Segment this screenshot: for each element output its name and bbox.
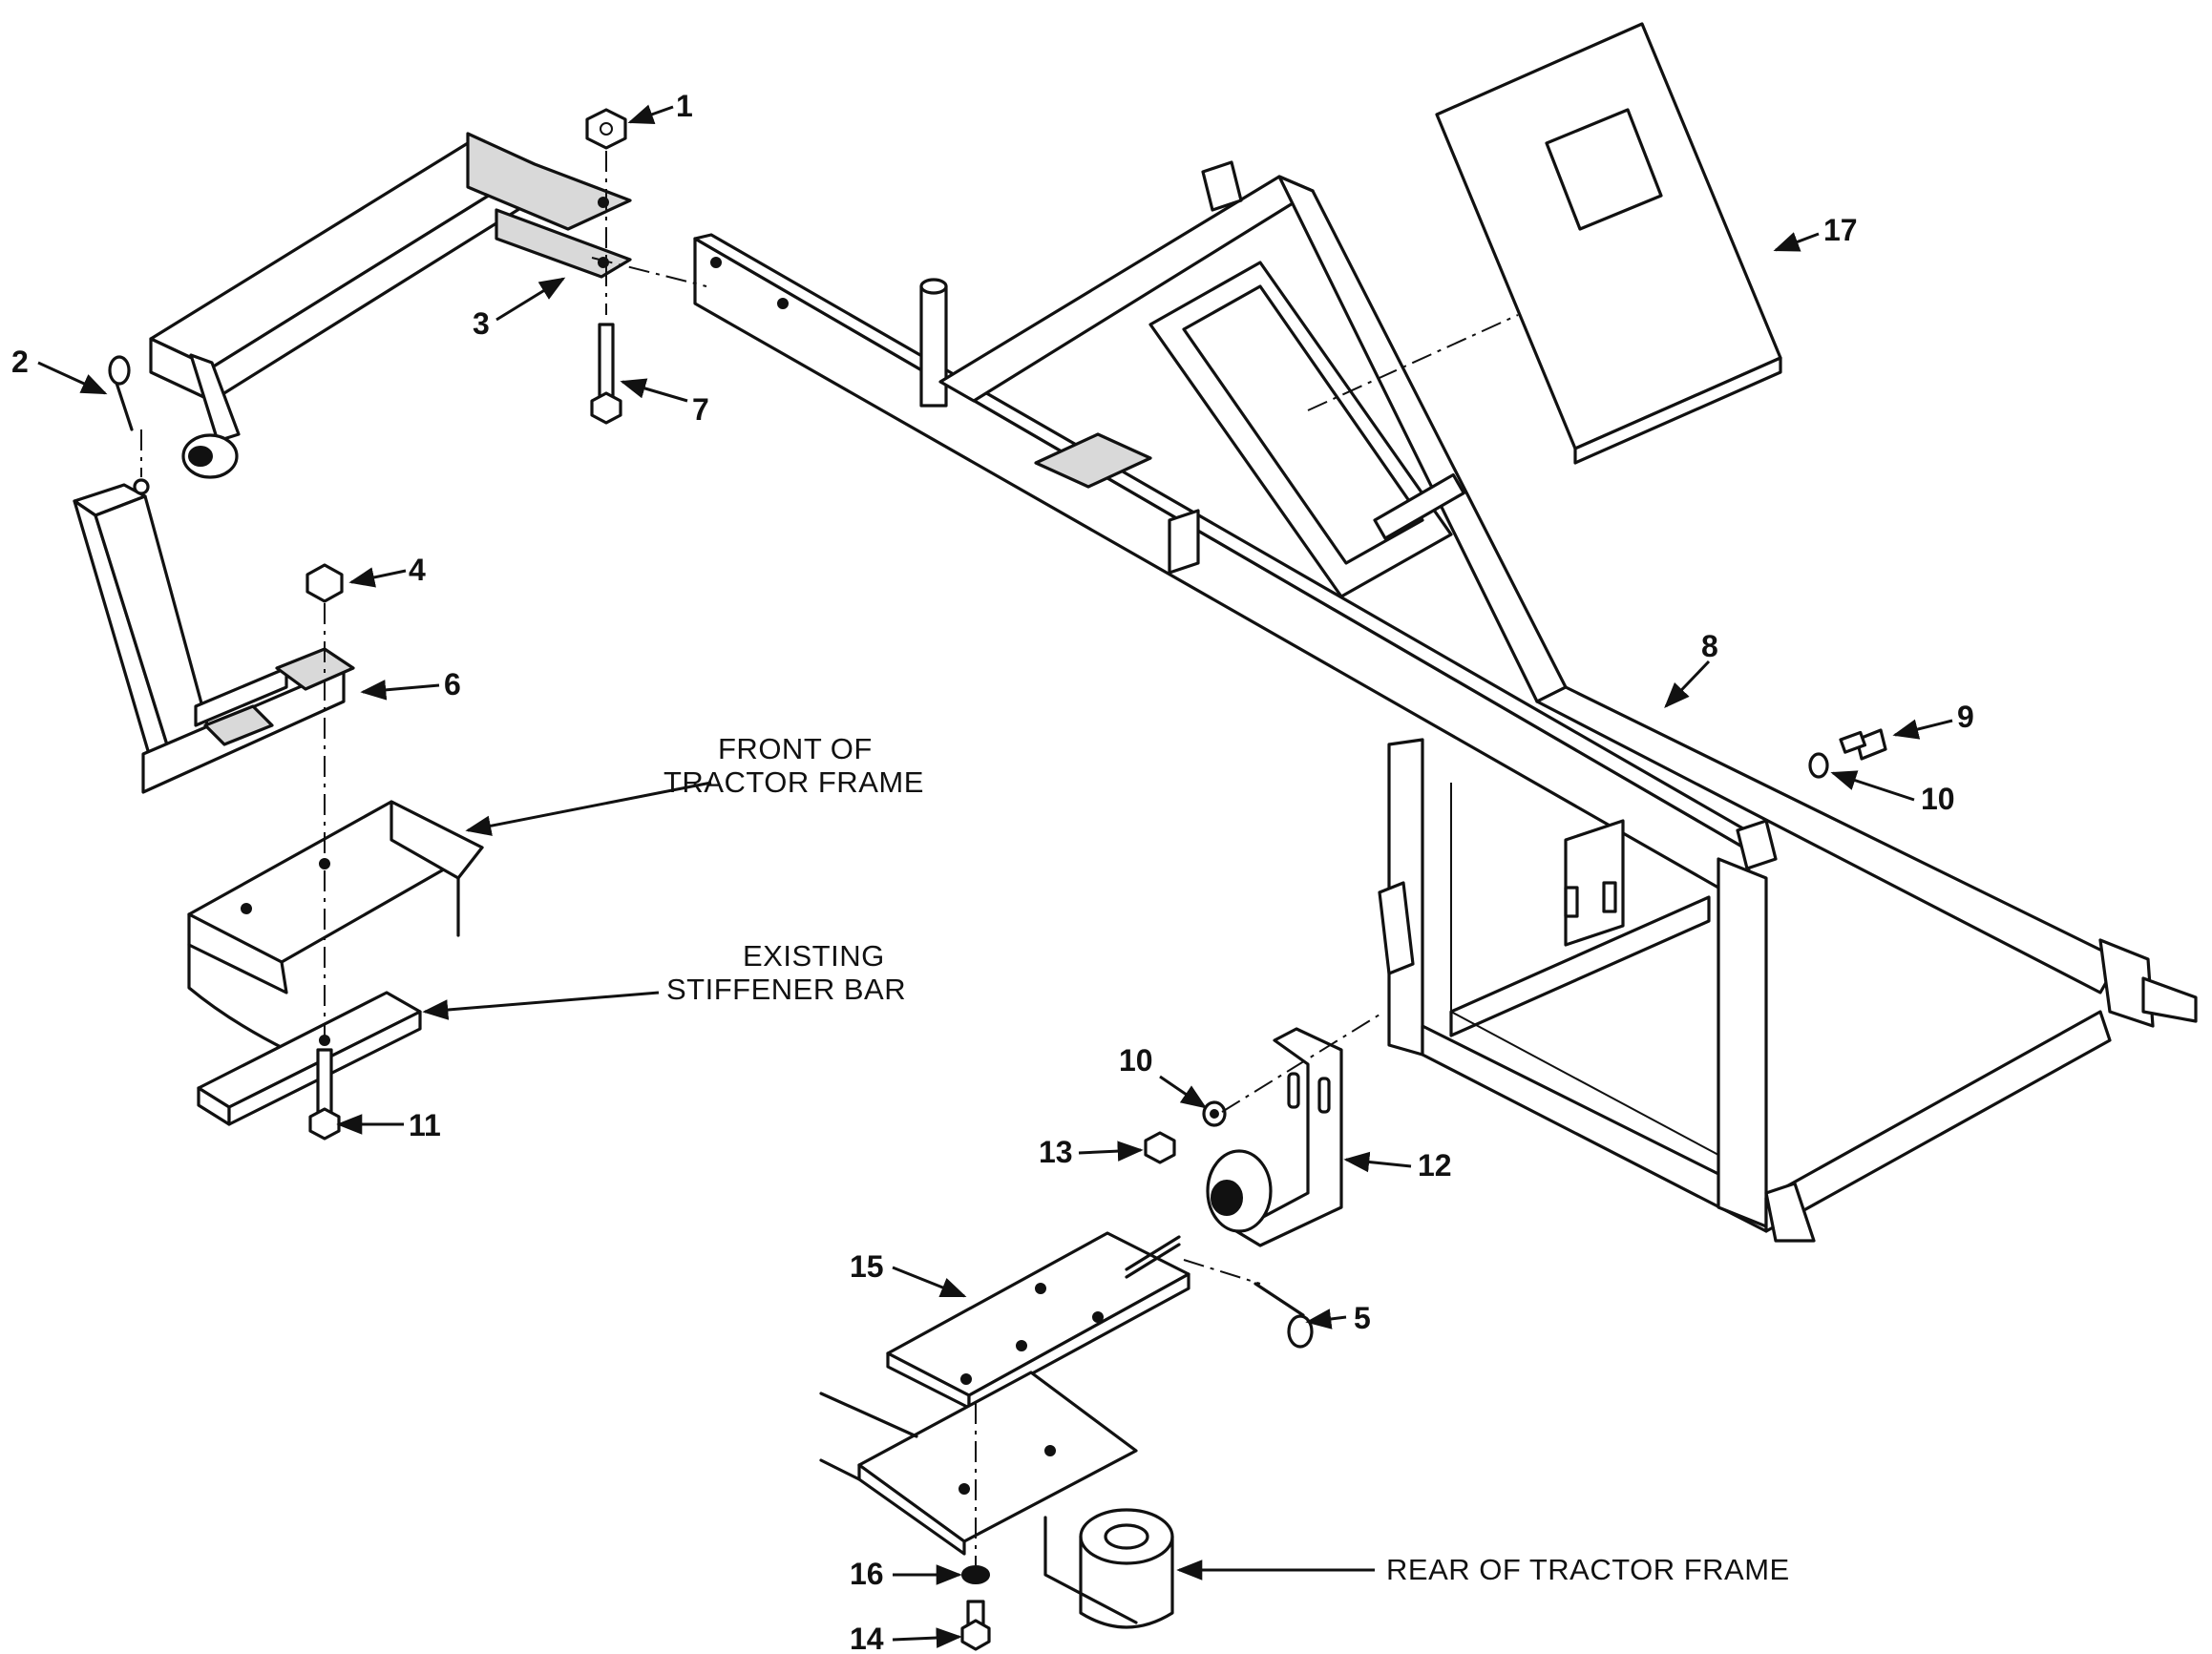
- caption-front-line2: TRACTOR FRAME: [664, 765, 924, 799]
- assembly-centerlines: [140, 151, 1519, 1565]
- callout-4: 4: [409, 553, 426, 587]
- callout-11: 11: [409, 1108, 441, 1142]
- seat-pan: [1435, 22, 1782, 465]
- callout-16: 16: [850, 1557, 884, 1591]
- callout-17: 17: [1823, 213, 1858, 247]
- rear-tractor-frame: [819, 1371, 1174, 1629]
- callout-labels: 1 2 3 4 5 6 7 8 9 10 10 11 12 13 14 15 1…: [11, 89, 1974, 1654]
- caption-rear-frame: REAR OF TRACTOR FRAME: [1386, 1553, 1790, 1586]
- callout-12: 12: [1418, 1148, 1452, 1183]
- callout-13: 13: [1039, 1135, 1073, 1169]
- callout-8: 8: [1701, 629, 1718, 663]
- caption-front-line1: FRONT OF: [718, 732, 873, 765]
- front-tractor-frame: [187, 800, 484, 1052]
- callout-10-left: 10: [1119, 1043, 1153, 1078]
- hardware: [108, 108, 1887, 1651]
- roller-bracket: [1206, 1027, 1343, 1247]
- caption-stiffener-line1: EXISTING: [743, 939, 885, 973]
- stiffener-bar: [197, 991, 422, 1126]
- vertical-post-assembly: [73, 478, 355, 794]
- callout-10-right: 10: [1921, 782, 1955, 816]
- callout-15: 15: [850, 1249, 884, 1284]
- main-frame: [693, 160, 2198, 1243]
- callout-2: 2: [11, 345, 29, 379]
- front-arm-assembly: [149, 132, 632, 479]
- caption-stiffener-line2: STIFFENER BAR: [666, 973, 906, 1006]
- callout-5: 5: [1354, 1301, 1371, 1335]
- callout-arrows: [37, 104, 1953, 1648]
- captions: FRONT OF TRACTOR FRAME EXISTING STIFFENE…: [664, 732, 1790, 1586]
- callout-7: 7: [692, 392, 709, 427]
- callout-6: 6: [444, 667, 461, 701]
- callout-14: 14: [850, 1622, 884, 1654]
- callout-1: 1: [676, 89, 693, 123]
- callout-3: 3: [473, 306, 490, 341]
- callout-9: 9: [1957, 700, 1974, 734]
- hitch-plate: [886, 1231, 1190, 1410]
